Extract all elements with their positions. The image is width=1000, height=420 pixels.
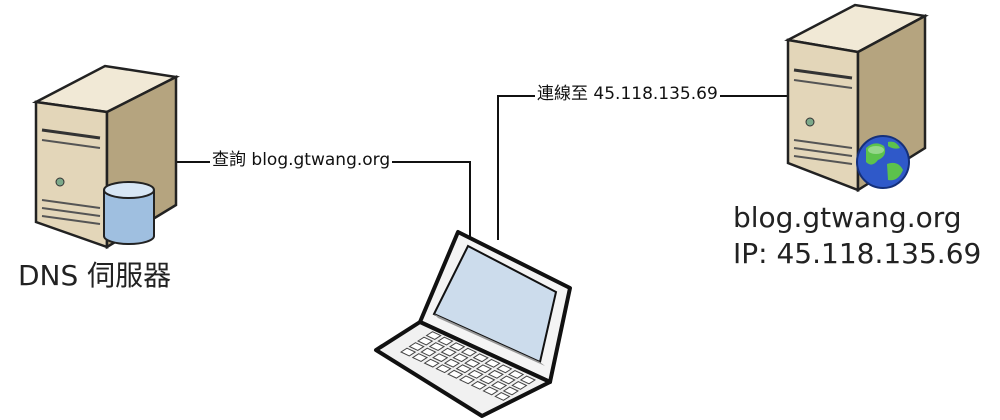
keyboard-key xyxy=(464,358,481,368)
keyboard-icon xyxy=(400,331,536,401)
keyboard-key xyxy=(423,358,440,368)
keyboard-key xyxy=(420,347,437,357)
keyboard-key xyxy=(449,342,466,352)
keyboard-key xyxy=(455,364,472,374)
database-server-icon xyxy=(31,64,181,250)
web-server-ip: IP: 45.118.135.69 xyxy=(733,237,982,270)
keyboard-key xyxy=(484,358,501,368)
keyboard-key xyxy=(458,375,476,385)
keyboard-key xyxy=(437,336,454,346)
connect-label: 連線至 45.118.135.69 xyxy=(535,84,720,104)
keyboard-key xyxy=(425,331,442,340)
keyboard-key xyxy=(467,369,484,379)
keyboard-key xyxy=(511,381,528,390)
keyboard-key xyxy=(432,353,449,363)
keyboard-key xyxy=(417,336,434,346)
keyboard-key xyxy=(428,342,446,352)
keyboard-key xyxy=(411,353,429,363)
keyboard-key xyxy=(502,386,519,396)
globe-server-icon xyxy=(784,3,929,193)
keyboard-key xyxy=(475,364,493,374)
keyboard-key xyxy=(496,364,513,374)
keyboard-key xyxy=(479,375,496,385)
keyboard-key xyxy=(487,369,504,379)
keyboard-key xyxy=(472,353,489,363)
keyboard-key xyxy=(443,358,461,368)
keyboard-key xyxy=(435,364,452,374)
query-label: 查詢 blog.gtwang.org xyxy=(210,150,393,170)
keyboard-key xyxy=(519,375,536,385)
laptop-icon xyxy=(374,230,572,418)
globe-icon xyxy=(856,135,910,189)
keyboard-key xyxy=(440,347,457,357)
keyboard-key xyxy=(499,375,516,385)
dns-server-label: DNS 伺服器 xyxy=(18,259,172,292)
keyboard-key xyxy=(490,380,508,390)
keyboard-key xyxy=(507,369,525,379)
keyboard-key xyxy=(470,380,487,390)
keyboard-key xyxy=(408,342,425,351)
keyboard-key xyxy=(400,347,417,357)
keyboard-key xyxy=(452,353,469,363)
keyboard-key xyxy=(494,392,511,401)
keyboard-key xyxy=(482,386,499,396)
web-server-hostname: blog.gtwang.org xyxy=(733,201,962,234)
keyboard-key xyxy=(460,347,478,357)
keyboard-key xyxy=(447,369,464,379)
database-cylinder-icon xyxy=(103,181,155,245)
query-connector xyxy=(172,161,471,238)
